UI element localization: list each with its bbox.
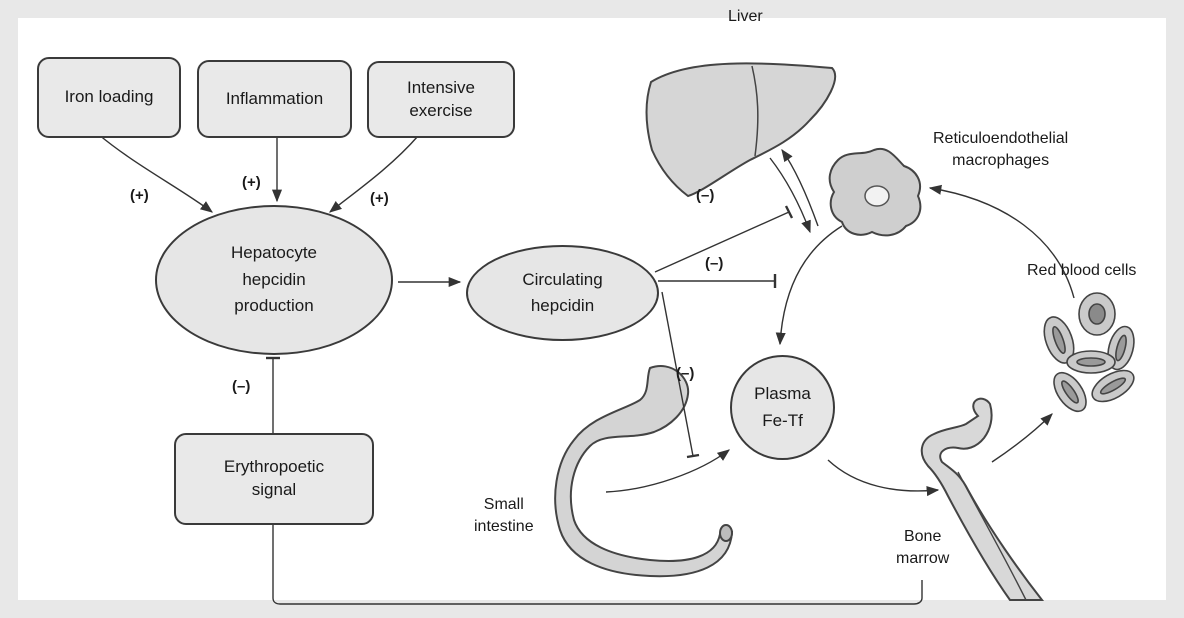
minus-sign-macrophages: (–) (705, 255, 724, 272)
red-blood-cell (1043, 316, 1075, 364)
bone-marrow-label: Bone marrow (896, 528, 950, 568)
inhibitor-to-intestine-absorption (661, 291, 694, 457)
intensive-exercise-box: Intensive exercise (367, 61, 515, 138)
small-intestine-label: Small intestine (474, 496, 534, 536)
plus-sign-iron: (+) (130, 187, 149, 204)
inhibitor-bar (784, 205, 794, 219)
iron-loading-box: Iron loading (37, 57, 181, 138)
hepatocyte-hepcidin-oval: Hepatocyte hepcidin production (155, 205, 393, 355)
erythropoetic-signal-label: Erythropoetic signal (223, 457, 325, 499)
plus-sign-exercise: (+) (370, 190, 389, 207)
circulating-hepcidin-oval: Circulating hepcidin (466, 245, 659, 341)
minus-sign-liver: (–) (696, 187, 715, 204)
arrow-intestine-to-plasma (605, 449, 731, 493)
small-intestine-illustration (554, 365, 734, 578)
minus-sign-intestine: (–) (676, 365, 695, 382)
arrow-exercise-to-hepatocyte (329, 135, 419, 213)
arrow-rbc-to-macrophages (928, 184, 1075, 299)
macrophage-illustration (828, 147, 922, 237)
arrow-macrophages-to-plasma (775, 225, 843, 346)
arrow-plasma-to-marrow (827, 459, 940, 497)
plasma-fe-tf-label: Plasma Fe-Tf (754, 384, 811, 430)
macrophages-label: Reticuloendothelial macrophages (933, 130, 1069, 170)
erythropoetic-signal-box: Erythropoetic signal (174, 433, 374, 525)
intensive-exercise-label: Intensive exercise (406, 77, 476, 120)
arrow-liver-to-plasma (769, 157, 811, 234)
arrow-iron-to-hepatocyte (97, 133, 214, 213)
bone-illustration (920, 397, 1045, 601)
inflammation-label: Inflammation (225, 88, 324, 108)
minus-sign-erythropoetic: (–) (232, 378, 251, 395)
red-blood-cells-illustration (1043, 292, 1135, 413)
hepatocyte-hepcidin-label: Hepatocyte hepcidin production (231, 243, 317, 316)
inhibitor-bar (686, 453, 700, 459)
inhibitor-to-liver-efflux (654, 211, 790, 273)
circulating-hepcidin-label: Circulating hepcidin (522, 269, 603, 315)
arrow-marrow-to-rbc (991, 413, 1053, 463)
arrow-plasma-to-liver (781, 148, 819, 227)
plus-sign-inflammation: (+) (242, 174, 261, 191)
red-blood-cells-label: Red blood cells (1027, 262, 1137, 279)
red-blood-cell (1066, 350, 1116, 374)
red-blood-cell (1078, 292, 1116, 336)
arrow-marrow-to-erythropoetic (272, 524, 923, 605)
red-blood-cell (1091, 369, 1135, 403)
plasma-fe-tf-circle: Plasma Fe-Tf (730, 355, 835, 460)
iron-loading-label: Iron loading (64, 87, 154, 107)
red-blood-cell (1053, 371, 1087, 413)
inflammation-box: Inflammation (197, 60, 352, 138)
liver-illustration (645, 62, 837, 198)
liver-label: Liver (728, 8, 763, 25)
